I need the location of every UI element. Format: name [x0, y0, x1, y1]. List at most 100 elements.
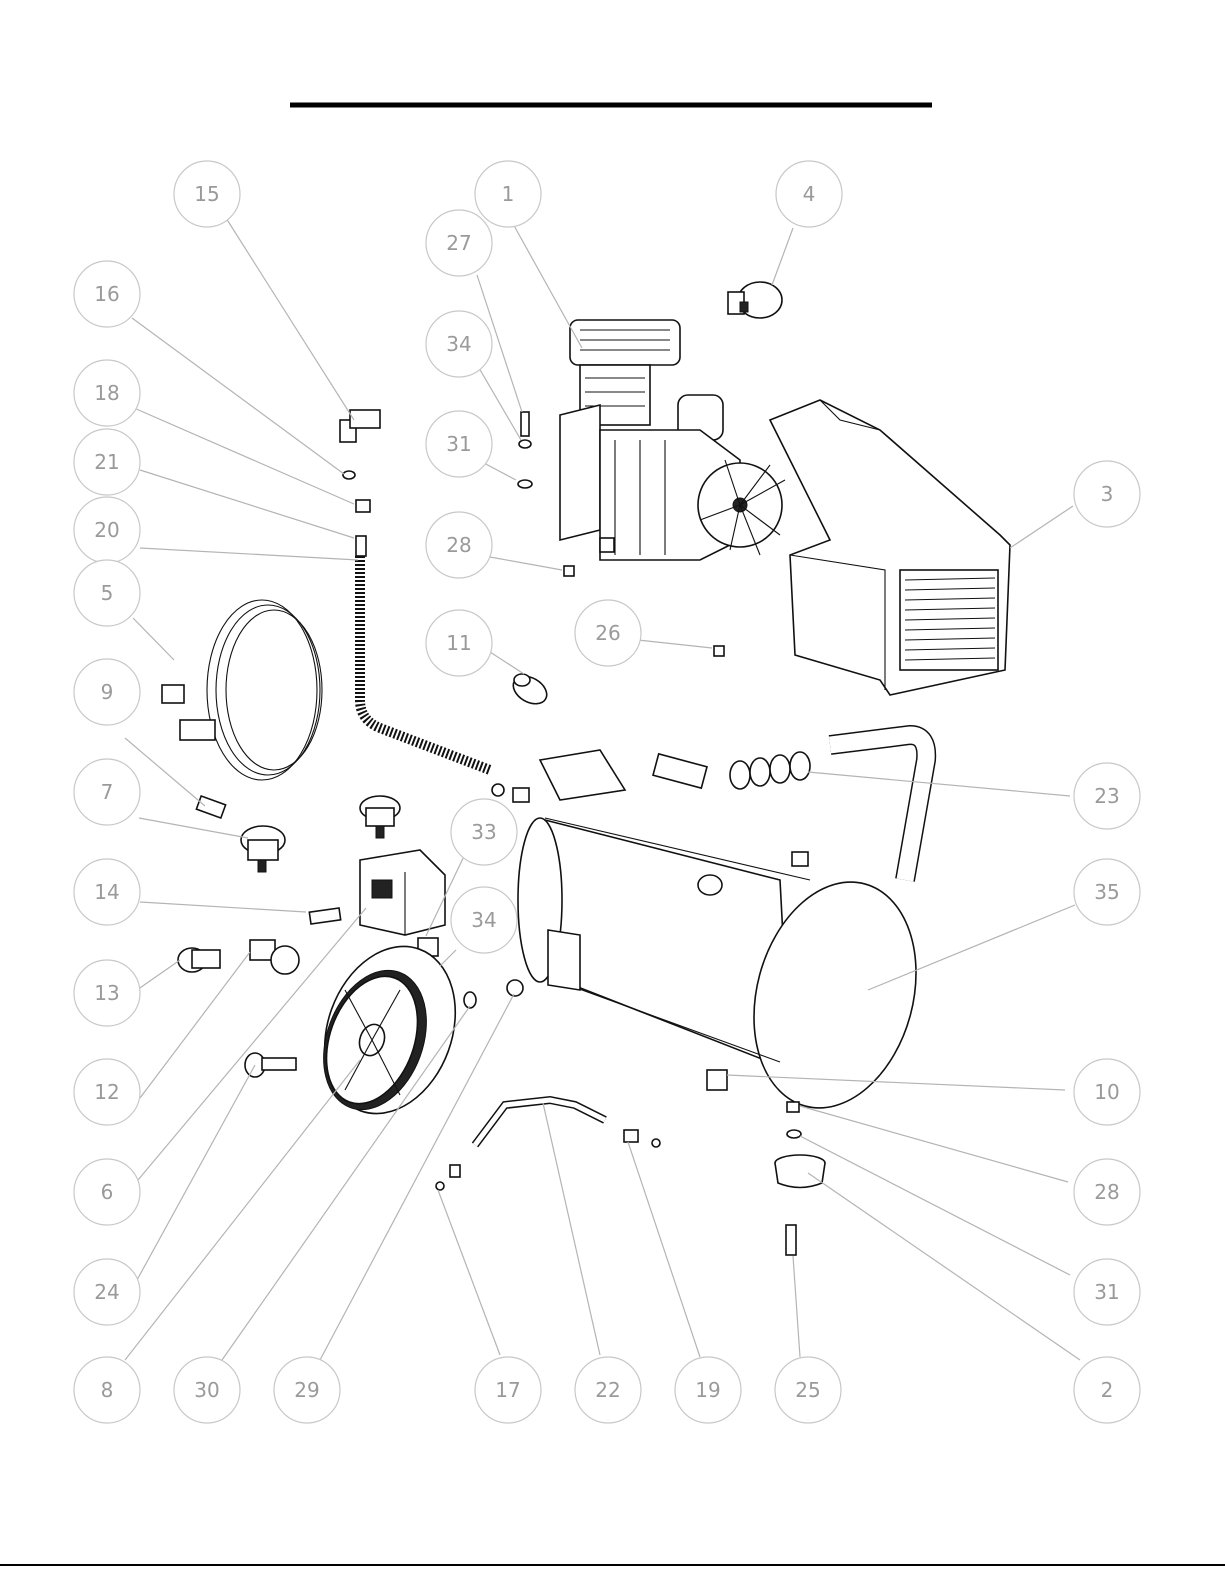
axle-bolt: [245, 1053, 296, 1077]
svg-text:34: 34: [446, 332, 471, 356]
foot-bolt: [786, 1225, 796, 1255]
svg-text:11: 11: [446, 631, 471, 655]
callout-33: 33: [451, 799, 517, 865]
callout-22: 22: [575, 1357, 641, 1423]
callout-24: 24: [74, 1259, 140, 1325]
air-tank: [518, 750, 940, 1126]
svg-text:24: 24: [94, 1280, 119, 1304]
callout-29: 29: [274, 1357, 340, 1423]
svg-text:30: 30: [194, 1378, 219, 1402]
svg-text:12: 12: [94, 1080, 119, 1104]
svg-text:29: 29: [294, 1378, 319, 1402]
callout-14: 14: [74, 859, 140, 925]
svg-text:1: 1: [502, 182, 515, 206]
svg-text:26: 26: [595, 621, 620, 645]
callout-34-low: 34: [451, 887, 517, 953]
callout-17: 17: [475, 1357, 541, 1423]
quick-coupler: [196, 796, 225, 818]
svg-text:34: 34: [471, 908, 496, 932]
shroud-cover: [770, 400, 1010, 695]
callout-4: 4: [776, 161, 842, 227]
ferrule-17: [436, 1182, 444, 1190]
fitting-28-top: [564, 566, 574, 576]
drain-valve: [707, 1070, 727, 1090]
washer-30: [464, 992, 476, 1008]
svg-text:16: 16: [94, 282, 119, 306]
nut-hex: [513, 788, 529, 802]
pump-motor-assembly: [560, 320, 785, 560]
callout-23: 23: [1074, 763, 1140, 829]
callout-10: 10: [1074, 1059, 1140, 1125]
pressure-gauge-7: [241, 826, 285, 872]
callout-30: 30: [174, 1357, 240, 1423]
callout-13: 13: [74, 960, 140, 1026]
handle-grip: [730, 752, 810, 789]
callout-19: 19: [675, 1357, 741, 1423]
svg-text:13: 13: [94, 981, 119, 1005]
nut-19: [624, 1130, 638, 1142]
fitting-28-low: [787, 1102, 799, 1112]
svg-text:19: 19: [695, 1378, 720, 1402]
svg-text:25: 25: [795, 1378, 820, 1402]
fitting-26: [714, 646, 724, 656]
wheel: [302, 928, 477, 1132]
callout-28-top: 28: [426, 512, 492, 578]
svg-text:2: 2: [1101, 1378, 1114, 1402]
regulator: [250, 940, 299, 974]
svg-text:3: 3: [1101, 482, 1114, 506]
rubber-foot: [775, 1155, 825, 1188]
callout-25: 25: [775, 1357, 841, 1423]
callout-35: 35: [1074, 859, 1140, 925]
svg-text:4: 4: [803, 182, 816, 206]
callout-2: 2: [1074, 1357, 1140, 1423]
nut-29: [507, 980, 523, 996]
svg-text:27: 27: [446, 231, 471, 255]
svg-text:35: 35: [1094, 880, 1119, 904]
callout-21: 21: [74, 429, 140, 495]
connector-14: [309, 908, 340, 924]
svg-text:28: 28: [446, 533, 471, 557]
callout-28-low: 28: [1074, 1159, 1140, 1225]
nut-small: [492, 784, 504, 796]
svg-text:14: 14: [94, 880, 119, 904]
elbow-fitting: [340, 410, 380, 442]
callout-12: 12: [74, 1059, 140, 1125]
callout-6: 6: [74, 1159, 140, 1225]
callout-9: 9: [74, 659, 140, 725]
svg-text:9: 9: [101, 680, 114, 704]
coupler-13: [178, 948, 220, 972]
ferrule-19: [652, 1139, 660, 1147]
callout-18: 18: [74, 360, 140, 426]
svg-text:8: 8: [101, 1378, 114, 1402]
washer-31-top: [518, 480, 532, 488]
tube-end-21: [356, 536, 366, 556]
callout-1: 1: [475, 161, 541, 227]
washer-34-top: [519, 440, 531, 448]
callout-3: 3: [1074, 461, 1140, 527]
pressure-gauge-upper: [360, 796, 400, 838]
nut-18: [356, 500, 370, 512]
callout-16: 16: [74, 261, 140, 327]
callout-15: 15: [174, 161, 240, 227]
callout-11: 11: [426, 610, 492, 676]
svg-text:18: 18: [94, 381, 119, 405]
air-filter: [728, 282, 782, 318]
washer-31-low: [787, 1130, 801, 1138]
svg-text:23: 23: [1094, 784, 1119, 808]
svg-text:33: 33: [471, 820, 496, 844]
svg-text:31: 31: [1094, 1280, 1119, 1304]
sleeve-17: [450, 1165, 460, 1177]
svg-text:22: 22: [595, 1378, 620, 1402]
svg-text:5: 5: [101, 581, 114, 605]
callout-26: 26: [575, 600, 641, 666]
callout-5: 5: [74, 560, 140, 626]
svg-text:17: 17: [495, 1378, 520, 1402]
coiled-air-hose: [162, 600, 322, 780]
callout-8: 8: [74, 1357, 140, 1423]
callout-7: 7: [74, 759, 140, 825]
check-valve: [508, 671, 551, 710]
bolt-27: [521, 412, 529, 436]
svg-text:21: 21: [94, 450, 119, 474]
callout-20: 20: [74, 497, 140, 563]
callout-27: 27: [426, 210, 492, 276]
